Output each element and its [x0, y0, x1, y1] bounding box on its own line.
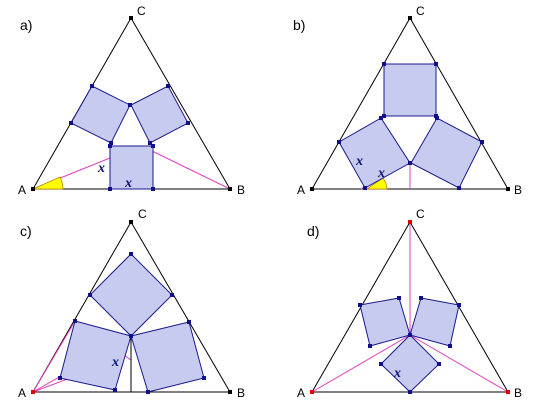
- square-right: [130, 85, 189, 144]
- length-label-x: x: [393, 366, 401, 381]
- vertex-point-b: [228, 390, 232, 394]
- vertex-label-a: A: [297, 386, 305, 400]
- vertex-point-a: [31, 187, 35, 191]
- aux-line-a: [311, 334, 411, 393]
- vertex-point-b: [506, 390, 510, 394]
- length-label-x: x: [355, 154, 363, 169]
- aux-line-b: [409, 334, 509, 393]
- vertex-point-a: [310, 390, 314, 394]
- vertex-label-c: C: [137, 4, 146, 18]
- square-bottom: [380, 334, 440, 393]
- square-top: [89, 253, 173, 337]
- vertex-point-c: [408, 220, 412, 224]
- vertex-label-b: B: [237, 183, 245, 197]
- length-label-x: x: [97, 161, 105, 176]
- vertex-point-a: [31, 390, 35, 394]
- length-label-x-2: x: [377, 166, 385, 181]
- panel-label-d: d): [307, 223, 319, 239]
- square-vertices: [58, 252, 206, 394]
- square-left: [338, 117, 411, 189]
- vertex-label-b: B: [237, 386, 245, 400]
- panel-label-c: c): [20, 223, 32, 239]
- square-right: [410, 117, 483, 189]
- panel-label-b: b): [293, 17, 305, 33]
- square-vertices: [358, 296, 461, 394]
- square-right: [130, 321, 205, 393]
- length-label-x: x: [111, 355, 119, 370]
- vertex-label-a: A: [18, 183, 26, 197]
- vertex-label-c: C: [416, 207, 425, 221]
- aux-line-b: [32, 320, 76, 393]
- square-top: [383, 63, 437, 117]
- square-left: [70, 85, 131, 144]
- vertex-point-a: [310, 187, 314, 191]
- vertex-label-a: A: [18, 386, 26, 400]
- vertex-label-a: A: [297, 183, 305, 197]
- panel-c: c) A B C x: [18, 207, 245, 400]
- vertex-point-b: [506, 187, 510, 191]
- panel-a: a) A B C x x: [18, 4, 245, 197]
- square-vertices: [69, 84, 190, 191]
- vertex-label-c: C: [416, 4, 425, 18]
- vertex-point-b: [228, 187, 232, 191]
- vertex-point-c: [129, 16, 133, 20]
- vertex-point-c: [408, 16, 412, 20]
- panel-label-a: a): [20, 17, 32, 33]
- vertex-label-b: B: [514, 183, 522, 197]
- square-vertices: [337, 62, 484, 190]
- panel-b: b) A B C x x: [293, 4, 522, 197]
- vertex-point-c: [129, 220, 133, 224]
- vertex-label-c: C: [138, 207, 147, 221]
- vertex-label-b: B: [514, 386, 522, 400]
- aux-line-b: [149, 149, 231, 190]
- panel-d: d) A B C x: [297, 207, 522, 400]
- square-left: [59, 320, 132, 391]
- length-label-x-2: x: [124, 176, 132, 191]
- angle-marker: [32, 176, 64, 190]
